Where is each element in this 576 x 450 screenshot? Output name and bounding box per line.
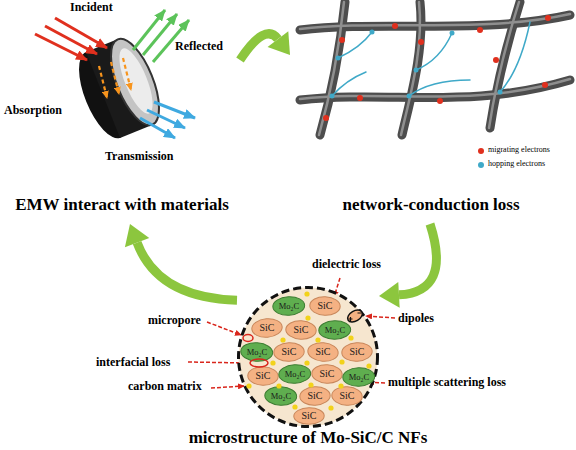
grain-particle: SiC	[285, 320, 317, 340]
grain-label: Mo₂C	[279, 302, 299, 311]
arrow-head	[268, 31, 290, 55]
grain-particle: SiC	[251, 318, 283, 338]
annotation-label: dipoles	[398, 312, 434, 326]
panel-caption: EMW interact with materials	[15, 196, 229, 215]
grain-label: SiC	[307, 391, 322, 401]
annotation-label: carbon matrix	[128, 380, 202, 394]
grain-particle: Mo₂C	[240, 342, 273, 362]
grain-particle: Mo₂C	[342, 367, 375, 387]
annotation-label: micropore	[148, 314, 201, 328]
grain-particle: Mo₂C	[264, 386, 297, 406]
grain-label: Mo₂C	[349, 373, 369, 382]
grain-label: SiC	[319, 369, 334, 379]
arrow-shaft	[399, 224, 436, 295]
illustration-panel: network-conduction loss	[290, 0, 572, 224]
arrow-head	[379, 282, 400, 308]
grain-particle: SiC	[273, 342, 305, 362]
grain-label: SiC	[259, 323, 274, 333]
grain-particle: SiC	[307, 342, 339, 362]
fiber-network	[300, 2, 570, 135]
flow-arrow	[379, 224, 436, 308]
annotation-label: multiple scattering loss	[388, 376, 506, 390]
legend-text: migrating electrons	[488, 146, 550, 155]
grain-particle: Mo₂C	[272, 296, 305, 316]
grain-particle: SiC	[341, 342, 373, 362]
grain-particle: SiC	[247, 366, 279, 386]
grain-particle: SiC	[299, 386, 331, 406]
flow-arrow	[125, 224, 237, 300]
legend-swatch	[478, 148, 484, 154]
grain-label: SiC	[317, 301, 332, 311]
grain-particle: SiC	[309, 296, 341, 316]
grain-label: SiC	[339, 391, 354, 401]
grain-label: SiC	[301, 411, 316, 421]
annotation-label: interfacial loss	[96, 356, 170, 370]
microstructure-circle: microstructure of Mo-SiC/C NFsMo₂CSiCSiC…	[237, 286, 379, 428]
annotation-label: Incident	[70, 1, 113, 15]
grain-label: SiC	[349, 347, 364, 357]
flow-arrow	[240, 31, 290, 60]
grain-particle: Mo₂C	[278, 364, 311, 384]
grain-particle: SiC	[293, 407, 325, 425]
grain-label: SiC	[315, 347, 330, 357]
grain-label: Mo₂C	[247, 348, 267, 357]
grain-label: Mo₂C	[285, 370, 305, 379]
grain-label: Mo₂C	[325, 326, 345, 335]
grain-label: SiC	[255, 371, 270, 381]
annotation-label: Absorption	[4, 104, 62, 118]
grain-label: Mo₂C	[271, 392, 291, 401]
grain-particle: Mo₂C	[318, 320, 351, 340]
arrow-shaft	[240, 34, 278, 60]
annotation-label: Reflected	[175, 40, 223, 54]
grain-particle: SiC	[311, 364, 343, 384]
microstructure-features	[237, 286, 379, 428]
arrow-head	[125, 224, 149, 247]
annotation-label: dielectric loss	[312, 258, 381, 272]
grain-particle: SiC	[331, 386, 363, 406]
panel-caption: microstructure of Mo-SiC/C NFs	[189, 429, 428, 448]
panel-caption: network-conduction loss	[342, 196, 519, 215]
arrow-shaft	[137, 243, 237, 300]
grain-label: SiC	[293, 325, 308, 335]
grain-label: SiC	[281, 347, 296, 357]
legend-text: hopping electrons	[488, 160, 545, 169]
legend-swatch	[478, 162, 484, 168]
annotation-label: Transmission	[105, 150, 173, 164]
sample-disc	[35, 10, 195, 144]
